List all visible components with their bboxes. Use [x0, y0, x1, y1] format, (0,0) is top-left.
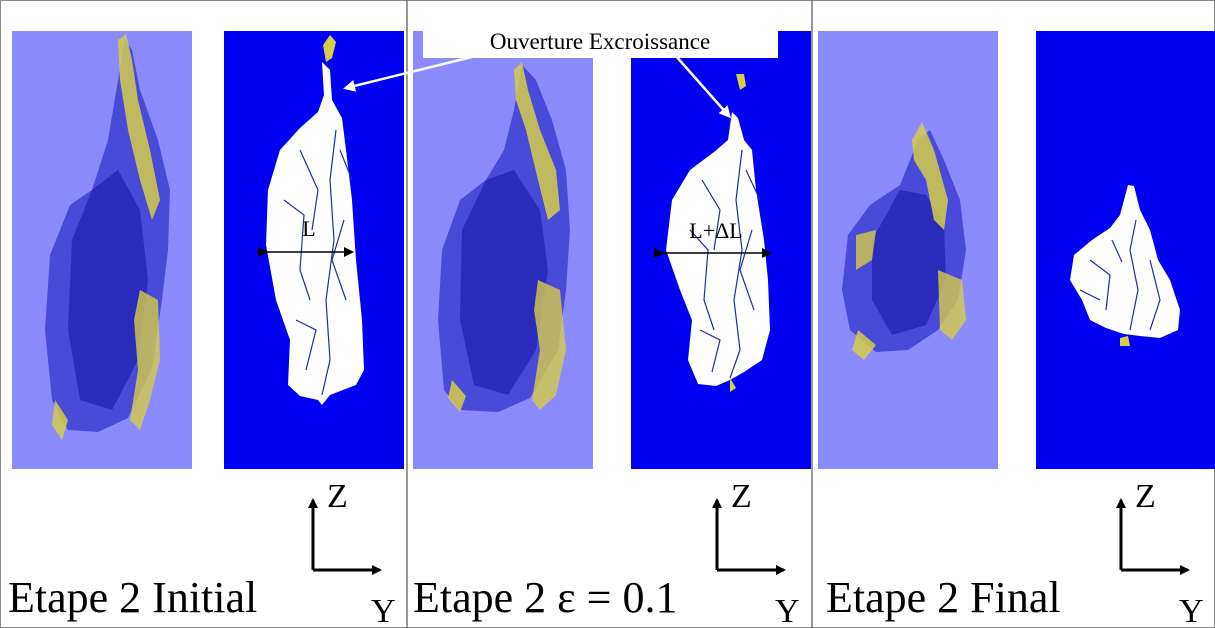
- panel-1-axis-y: Y: [371, 593, 396, 628]
- panel-1-debris: [52, 400, 68, 440]
- panel-2-slab-shade: [460, 170, 548, 395]
- panel-3-debris: [938, 270, 966, 340]
- panel-2-axis-z: Z: [731, 478, 752, 515]
- panel-2-debris: [448, 380, 466, 412]
- annotation-arrow-left: [343, 48, 501, 92]
- panel-2-cracks: [689, 149, 761, 379]
- panel-3-slab-shade: [872, 190, 946, 335]
- panel-2-measure-label: L+ΔL: [689, 218, 742, 243]
- panel-3: Z Y Etape 2 Final: [818, 31, 1215, 628]
- panel-2: L+ΔL Z Y Etape 2 ε = 0.1: [413, 31, 811, 628]
- panel-1-measure-label: L: [302, 216, 315, 241]
- panel-2-debris: [730, 378, 736, 392]
- panel-1: L Z Y Etape 2 Initial: [8, 31, 404, 628]
- annotation-box: [423, 24, 778, 58]
- panel-3-cracks: [1079, 219, 1161, 331]
- panel-2-caption: Etape 2 ε = 0.1: [413, 573, 677, 622]
- panel-1-cracks: [283, 129, 353, 396]
- panel-1-excrescence: [323, 35, 336, 62]
- panel-3-debris: [852, 330, 876, 360]
- annotation: Ouverture Excroissance: [343, 24, 778, 119]
- panel-1-axis-z: Z: [327, 478, 348, 515]
- annotation-arrow-right: [674, 54, 731, 119]
- panel-1-debris: [118, 34, 160, 220]
- panel-3-axis-y: Y: [1179, 593, 1204, 628]
- panel-3-axes-icon: [1116, 498, 1190, 575]
- panel-3-debris: [1120, 336, 1130, 346]
- panel-3-debris: [912, 122, 948, 230]
- panel-2-axis-y: Y: [775, 593, 800, 628]
- panel-2-debris: [532, 280, 566, 410]
- panel-3-caption: Etape 2 Final: [826, 573, 1061, 622]
- panel-2-excrescence: [736, 74, 746, 90]
- panel-1-axes-icon: [308, 498, 382, 575]
- panel-2-debris: [514, 62, 560, 220]
- annotation-label: Ouverture Excroissance: [490, 29, 710, 54]
- panel-1-debris: [130, 290, 160, 430]
- panel-3-cluster: [1070, 185, 1180, 338]
- panel-1-caption: Etape 2 Initial: [8, 573, 257, 622]
- panel-3-debris: [856, 230, 876, 270]
- panel-1-cluster: [266, 62, 364, 405]
- panel-2-axes-icon: [712, 498, 786, 575]
- panel-3-axis-z: Z: [1135, 478, 1156, 515]
- panel-1-slab-shade: [68, 170, 148, 410]
